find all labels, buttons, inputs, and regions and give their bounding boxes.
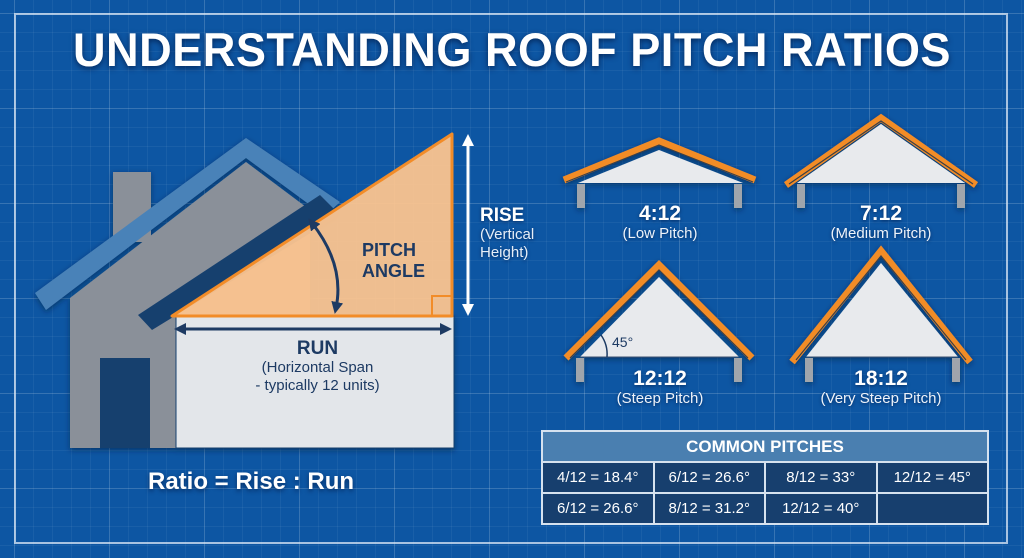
pitch-ratio: 18:12 xyxy=(854,367,908,390)
run-desc-2: - typically 12 units) xyxy=(255,377,380,394)
pitch-example-18-12 xyxy=(789,245,973,382)
run-label: RUN (Horizontal Span - typically 12 unit… xyxy=(185,338,450,395)
table-cell: 6/12 = 26.6° xyxy=(654,463,764,492)
pitch-example-label: 12:12 (Steep Pitch) xyxy=(580,367,740,408)
pitch-example-label: 4:12 (Low Pitch) xyxy=(580,202,740,243)
ratio-formula: Ratio = Rise : Run xyxy=(148,468,355,495)
pitch-example-4-12 xyxy=(562,137,757,208)
table-row: 6/12 = 26.6° 8/12 = 31.2° 12/12 = 40° xyxy=(543,494,987,523)
right-angle-marker-icon xyxy=(431,295,452,316)
run-desc-1: (Horizontal Span xyxy=(261,359,374,376)
rise-title: RISE xyxy=(480,205,525,226)
pitch-name: (Very Steep Pitch) xyxy=(820,390,942,407)
pitch-name: (Low Pitch) xyxy=(622,225,698,242)
curved-double-arrow-icon xyxy=(308,218,344,314)
table-row: 4/12 = 18.4° 6/12 = 26.6° 8/12 = 33° 12/… xyxy=(543,463,987,492)
pitch-ratio: 12:12 xyxy=(633,367,687,390)
table-cell: 6/12 = 26.6° xyxy=(543,494,653,523)
blueprint-frame xyxy=(14,13,1008,544)
pitch-name: (Steep Pitch) xyxy=(616,390,704,407)
pitch-ratio: 7:12 xyxy=(859,202,903,225)
rise-desc-1: (Vertical xyxy=(480,226,535,243)
pitch-name: (Medium Pitch) xyxy=(830,225,932,242)
pitch-example-label: 7:12 (Medium Pitch) xyxy=(796,202,966,243)
angle-45-label: 45° xyxy=(612,334,634,350)
rise-label: RISE (Vertical Height) xyxy=(480,205,534,262)
table-cell: 12/12 = 40° xyxy=(766,494,876,523)
run-title: RUN xyxy=(296,338,339,359)
pitch-example-12-12 xyxy=(563,260,755,382)
door-icon xyxy=(100,358,150,448)
table-cell-empty xyxy=(877,494,987,523)
pitch-example-label: 18:12 (Very Steep Pitch) xyxy=(786,367,976,408)
table-cell: 4/12 = 18.4° xyxy=(543,463,653,492)
common-pitches-table: COMMON PITCHES 4/12 = 18.4° 6/12 = 26.6°… xyxy=(541,430,989,525)
pitch-angle-line1: PITCH xyxy=(362,240,416,260)
table-cell: 8/12 = 33° xyxy=(766,463,876,492)
table-cell: 12/12 = 45° xyxy=(877,463,987,492)
table-cell: 8/12 = 31.2° xyxy=(654,494,764,523)
table-header: COMMON PITCHES xyxy=(543,432,987,461)
pitch-angle-line2: ANGLE xyxy=(362,261,425,281)
page-title: UNDERSTANDING ROOF PITCH RATIOS xyxy=(72,23,952,76)
pitch-ratio: 4:12 xyxy=(638,202,682,225)
rise-desc-2: Height) xyxy=(480,244,529,261)
pitch-example-7-12 xyxy=(783,113,979,208)
pitch-angle-label: PITCH ANGLE xyxy=(362,240,452,282)
